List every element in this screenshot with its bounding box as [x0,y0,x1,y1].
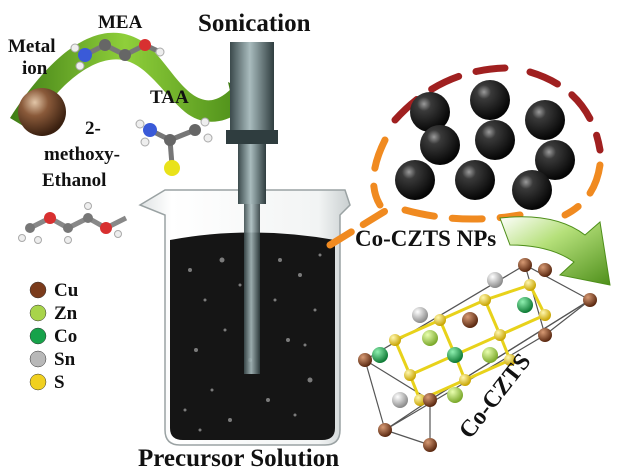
legend-swatch-s [29,373,47,391]
legend-label-cu: Cu [54,280,79,301]
label-precursor-solution: Precursor Solution [138,445,339,469]
label-taa: TAA [150,87,189,108]
reaction-arrow-right [499,216,611,286]
label-methoxy-1: 2- [85,118,101,139]
metal-ion-sphere [18,88,66,136]
label-ion: ion [22,58,48,79]
label-methoxy-2: methoxy- [44,144,120,165]
label-sonication: Sonication [198,10,311,37]
label-metal: Metal [8,36,55,57]
label-methoxy-3: Ethanol [42,170,106,191]
legend-swatch-zn [29,304,47,322]
legend-label-zn: Zn [54,303,78,324]
bubbles [183,253,322,432]
label-nanoparticles: Co-CZTS NPs [355,226,496,251]
label-crystal: Co-CZTS [454,349,536,444]
legend-swatch-cu [29,281,47,299]
legend-swatch-co [29,327,47,345]
legend-label-s: S [54,372,65,393]
nanoparticle-cluster-outline [326,64,604,249]
mea-molecule [70,39,165,71]
legend-label-co: Co [54,326,77,347]
sonication-probe [226,42,278,374]
legend-swatch-sn [29,350,47,368]
methoxyethanol-molecule [18,202,128,244]
co-czts-crystal-structure [358,258,597,452]
co-czts-nanoparticles [395,80,575,210]
taa-molecule [135,117,213,176]
legend-label-sn: Sn [54,349,76,370]
label-mea: MEA [98,12,143,33]
